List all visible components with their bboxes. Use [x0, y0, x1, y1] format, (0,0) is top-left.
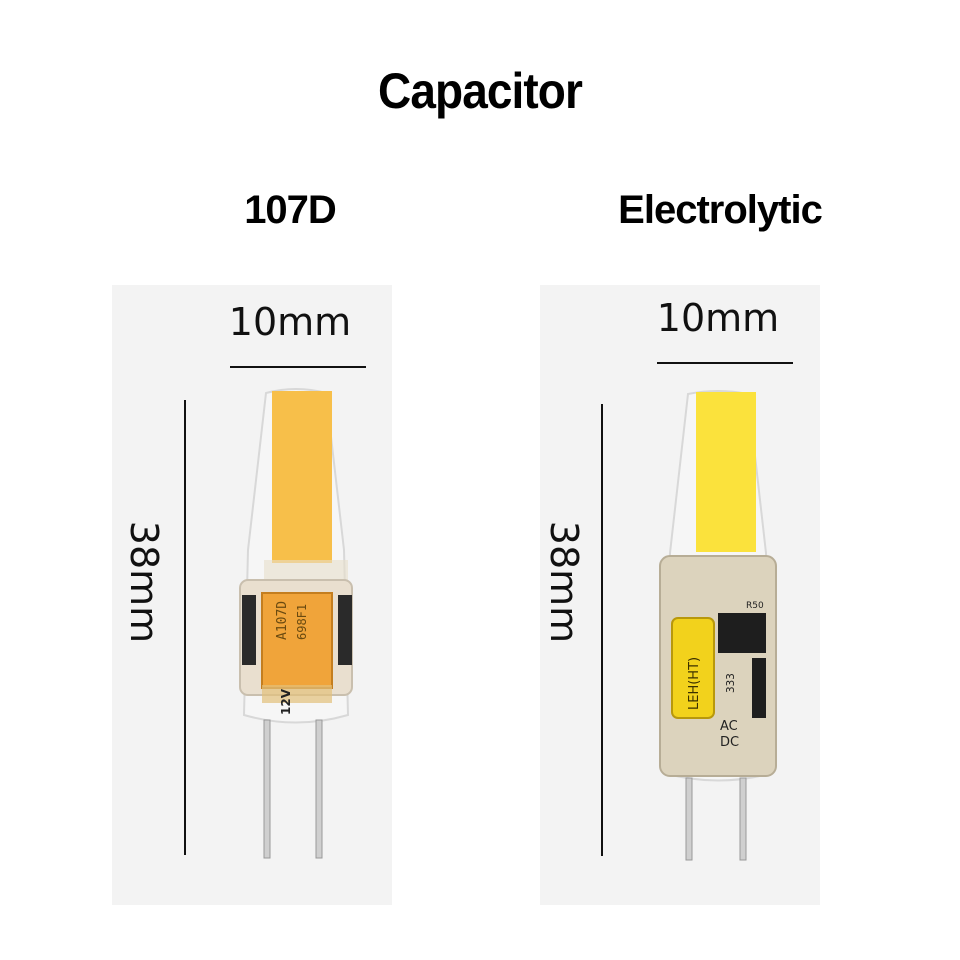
left-led-strip — [272, 391, 332, 563]
right-subtitle: Electrolytic — [618, 188, 823, 232]
page-title: Capacitor — [378, 63, 583, 119]
right-width-line — [657, 362, 793, 364]
left-width-line — [230, 366, 366, 368]
left-chip-text: A107D — [275, 601, 290, 640]
right-diode-block — [718, 613, 766, 653]
left-tantalum-capacitor — [261, 592, 333, 689]
left-height-label: 38mm — [122, 520, 166, 644]
right-code: 333 — [724, 673, 737, 693]
right-g4-led-bulb: LEH(HT) R50 333 AC DC — [659, 390, 777, 861]
left-chip-code: 698F1 — [295, 604, 309, 640]
right-acdc-top: AC — [720, 719, 738, 734]
left-width-label: 10mm — [228, 300, 352, 344]
left-voltage-marking: 12V — [279, 688, 293, 715]
right-acdc-bottom: DC — [720, 735, 739, 750]
right-circuit-board — [659, 555, 777, 777]
right-electrolytic-capacitor — [671, 617, 715, 719]
right-height-label: 38mm — [542, 520, 586, 644]
right-small-label: R50 — [746, 601, 764, 611]
left-height-line — [184, 400, 186, 855]
left-g4-led-bulb: A107D 698F1 12V — [239, 388, 353, 859]
right-pin-2 — [739, 777, 747, 861]
right-height-line — [601, 404, 603, 856]
right-pin-1 — [685, 777, 693, 861]
left-subtitle: 107D — [244, 188, 337, 232]
left-pin-1 — [263, 719, 271, 859]
left-pin-2 — [315, 719, 323, 859]
right-width-label: 10mm — [656, 296, 780, 340]
right-led-strip — [696, 392, 756, 552]
right-cap-text: LEH(HT) — [687, 657, 702, 710]
